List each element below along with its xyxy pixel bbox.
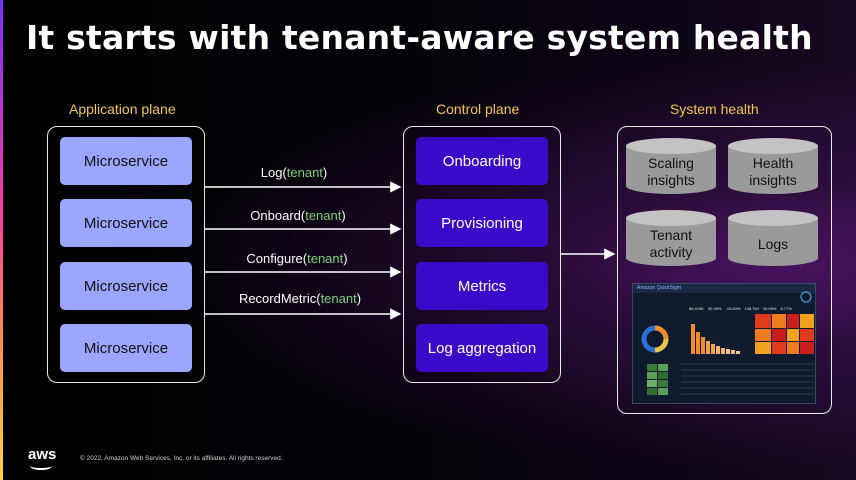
- logs-store: Logs: [728, 210, 818, 268]
- microservice-box: Microservice: [60, 137, 192, 185]
- aws-logo-smile: [30, 462, 52, 470]
- microservice-box: Microservice: [60, 262, 192, 310]
- aws-logo: aws: [28, 446, 57, 463]
- system-health-panel: [617, 126, 832, 414]
- onboard-label: Onboard(tenant): [250, 208, 346, 223]
- onboarding-service: Onboarding: [416, 137, 548, 185]
- copyright-footer: © 2022, Amazon Web Services, Inc. or its…: [80, 455, 283, 462]
- log-aggregation-service: Log aggregation: [416, 324, 548, 372]
- slide-title: It starts with tenant-aware system healt…: [26, 18, 813, 57]
- metrics-service: Metrics: [416, 262, 548, 310]
- control-plane-label: Control plane: [436, 101, 520, 117]
- configure-label: Configure(tenant): [246, 251, 348, 266]
- microservice-box: Microservice: [60, 199, 192, 247]
- application-plane-panel: Microservice Microservice Microservice M…: [47, 126, 205, 383]
- dashboard-brand: Amazon QuickSight: [637, 285, 681, 291]
- system-health-label: System health: [670, 101, 759, 117]
- dashboard-header: Amazon QuickSight: [633, 284, 815, 293]
- record-metric-label: RecordMetric(tenant): [238, 291, 362, 306]
- application-plane-label: Application plane: [69, 101, 176, 117]
- control-plane-panel: Onboarding Provisioning Metrics Log aggr…: [403, 126, 561, 383]
- dashboard-visuals: [641, 291, 814, 395]
- microservice-box: Microservice: [60, 324, 192, 372]
- log-label: Log(tenant): [260, 165, 328, 180]
- provisioning-service: Provisioning: [416, 199, 548, 247]
- accent-gradient-bar: [0, 0, 3, 480]
